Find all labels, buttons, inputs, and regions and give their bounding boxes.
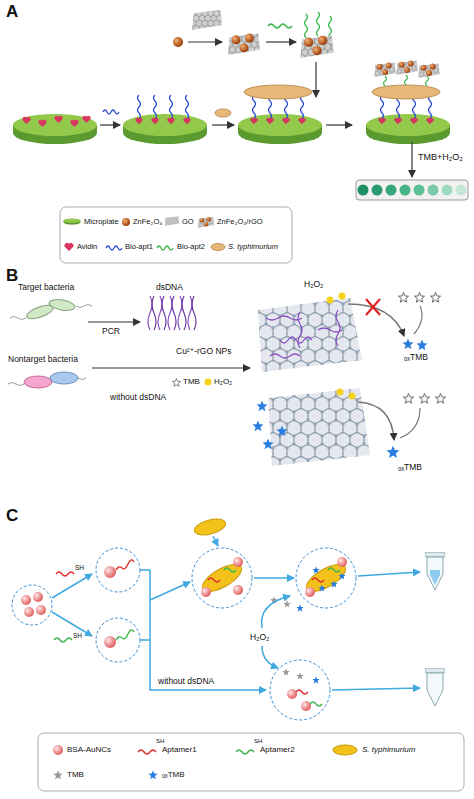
legend-text: S. typhimurium bbox=[362, 745, 415, 755]
legend-text: Avidin bbox=[77, 242, 97, 251]
figure-label: ₒₓTMB bbox=[404, 352, 428, 362]
legend-text: Aptamer2 bbox=[260, 745, 295, 755]
legend-text: ZnFe₂O₄ bbox=[133, 217, 162, 226]
figure-label: H₂O₂ bbox=[250, 632, 269, 642]
figure-label: without dsDNA bbox=[158, 676, 214, 686]
figure-label: B bbox=[6, 266, 18, 286]
legend-text: Bio-apt2 bbox=[177, 242, 205, 251]
figure-label: A bbox=[6, 2, 18, 22]
panel-a-art bbox=[13, 10, 468, 200]
legend-text: BSA-AuNCs bbox=[67, 745, 111, 755]
figure-label: SH bbox=[73, 632, 82, 640]
legend-text: Aptamer1 bbox=[162, 745, 197, 755]
figure-label: SH bbox=[75, 564, 84, 572]
legend-text: Microplate bbox=[84, 217, 119, 226]
figure-label: ₒₓTMB bbox=[398, 462, 422, 472]
legend-text: TMB bbox=[67, 770, 84, 780]
figure-label: TMB bbox=[183, 377, 200, 387]
panel-c-art bbox=[12, 516, 445, 720]
legend-c-frame bbox=[38, 733, 464, 791]
legend-text: GO bbox=[182, 217, 194, 226]
figure-label: Target bacteria bbox=[18, 282, 74, 292]
legend-a-frame bbox=[60, 207, 292, 263]
figure-label: SH bbox=[254, 738, 262, 745]
figure-label: PCR bbox=[102, 326, 120, 336]
figure-label: SH bbox=[156, 738, 164, 745]
figure-label: without dsDNA bbox=[110, 392, 166, 402]
figure-label: H₂O₂ bbox=[304, 279, 323, 289]
figure-label: Nontarget bacteria bbox=[8, 354, 78, 364]
legend-text: ₒₓTMB bbox=[162, 770, 185, 780]
legend-text: ZnFe₂O₄/rGO bbox=[217, 217, 263, 226]
legend-text: S. typhimurium bbox=[228, 242, 278, 251]
figure-label: TMB+H₂O₂ bbox=[418, 152, 463, 163]
figure-label: Cu²⁺-rGO NPs bbox=[176, 346, 232, 356]
legend-text: Bio-apt1 bbox=[125, 242, 153, 251]
figure-label: dsDNA bbox=[156, 282, 183, 292]
panel-b-art bbox=[8, 293, 446, 467]
figure-label: C bbox=[6, 506, 18, 526]
figure-label: H₂O₂ bbox=[214, 377, 232, 387]
